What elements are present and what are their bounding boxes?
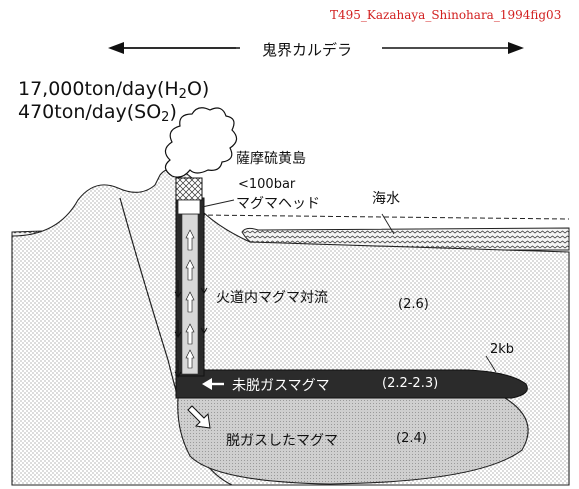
convection-label: 火道内マグマ対流 <box>216 290 328 306</box>
undegassed-flow-arrow <box>202 378 224 390</box>
pressure-depth-label: 2kb <box>490 342 515 357</box>
undegassed-magma-label: 未脱ガスマグマ <box>232 378 330 394</box>
degassed-density-label: (2.4) <box>396 431 427 446</box>
magma-head-label: マグマヘッド <box>236 196 320 212</box>
degassed-magma-label: 脱ガスしたマグマ <box>226 433 338 449</box>
gas-plume-cloud <box>164 107 238 178</box>
undegassed-density-label: (2.2-2.3) <box>382 376 439 391</box>
caldera-extent-arrow <box>108 42 524 54</box>
undegassed-magma-layer <box>175 369 528 399</box>
upflow-arrows <box>185 229 195 369</box>
degassed-magma-body <box>177 397 529 485</box>
seawater-leader <box>381 213 395 235</box>
magma-head-leader <box>201 199 235 208</box>
degassed-sink-arrow <box>187 405 211 429</box>
seawater-label: 海水 <box>372 191 400 207</box>
crust-density-label: (2.6) <box>398 297 429 312</box>
magma-head <box>177 199 201 215</box>
emission-so2-label: 470ton/day(SO2) <box>18 101 177 125</box>
caldera-label: 鬼界カルデラ <box>262 41 353 59</box>
sea-level-line <box>199 214 570 220</box>
figure-reference: T495_Kazahaya_Shinohara_1994fig03 <box>330 8 562 22</box>
emission-h2o-label: 17,000ton/day(H2O) <box>18 78 210 102</box>
downflow-arrows <box>174 276 208 378</box>
island-label: 薩摩硫黄島 <box>236 151 306 167</box>
pressure-label: <100bar <box>238 177 296 192</box>
volcano-vent-cap <box>175 177 203 201</box>
pressure-depth-leader <box>485 355 497 373</box>
